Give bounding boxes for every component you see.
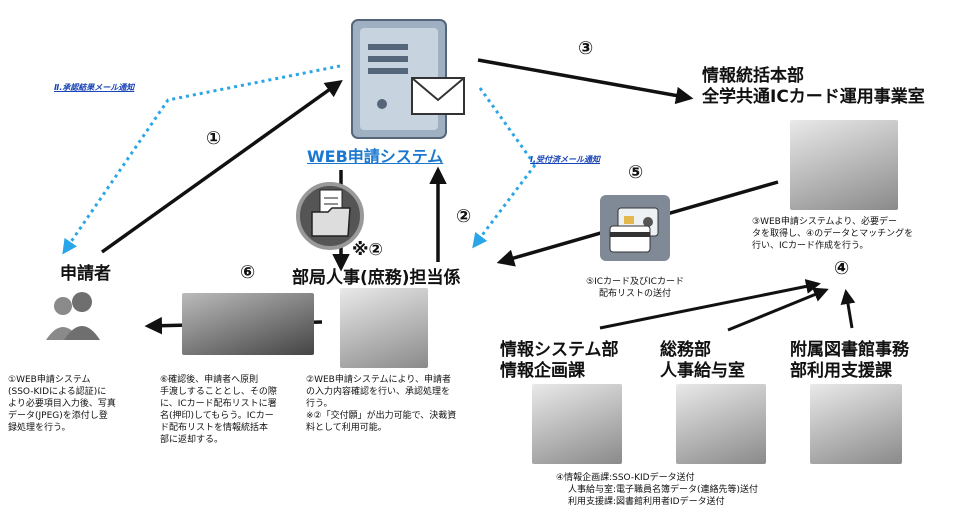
step6-line: ⑥確認後、申請者へ原則 [160, 375, 259, 385]
step3-description: ③WEB申請システムより、必要デー タを取得し、④のデータとマッチングを 行い、… [752, 216, 962, 252]
step6-number: ⑥ [240, 262, 256, 283]
step4-line: 利用支援課:図書館利用者IDデータ送付 [568, 497, 725, 507]
step2-line: 行う。 [306, 399, 333, 409]
step4-line: ④情報企画課:SSO-KIDデータ送付 [556, 473, 695, 483]
step2-line: ※②「交付願」が出力可能で、決裁資 [306, 411, 457, 421]
arrow-step3 [477, 58, 694, 105]
people-icon [46, 292, 100, 340]
step5-line: 配布リストの送付 [598, 289, 671, 299]
step5-number: ⑤ [628, 162, 644, 183]
dept-library-line1: 附属図書館事務 [790, 340, 909, 360]
step6-line: 手渡しすることとし、その際 [160, 387, 277, 397]
dept-library-line2: 部利用支援課 [790, 361, 892, 381]
step5-line: ⑤ICカード及びICカード [586, 277, 684, 287]
step3-line: 行い、ICカード作成を行う。 [752, 241, 869, 251]
step1-line: データ(JPEG)を添付し登 [8, 411, 108, 421]
operator-photo [790, 120, 898, 210]
dotted-arrow-approval-mail [62, 64, 341, 255]
note2-marker: ※② [352, 240, 383, 260]
arrow-step4-info [599, 279, 821, 330]
dotted-arrow-receipt-mail-2 [472, 164, 537, 249]
step5-description: ⑤ICカード及びICカード 配布リストの送付 [560, 276, 710, 300]
dept-general-title: 総務部 人事給与室 [660, 340, 745, 382]
step2-line: の入力内容確認を行い、承認処理を [306, 387, 451, 397]
dept-library-title: 附属図書館事務 部利用支援課 [790, 340, 909, 382]
step6-line: 名(押印)してもらう。ICカー [160, 411, 274, 421]
arrow-step1 [100, 79, 343, 254]
step3-line: ③WEB申請システムより、必要デー [752, 217, 898, 227]
step4-number: ④ [834, 258, 850, 279]
step6-line: 部に返却する。 [160, 435, 224, 445]
center-office-line1: 情報統括本部 [702, 66, 804, 86]
step4-line: 人事給与室:電子職員名簿データ(連絡先等)送付 [568, 485, 759, 495]
step3-number: ③ [578, 38, 594, 59]
approval-mail-label: Ⅱ.承認結果メール通知 [54, 83, 135, 92]
step1-number: ① [206, 128, 222, 149]
step1-line: (SSO-KIDによる認証)に [8, 387, 107, 397]
arrow-step4-library [840, 289, 856, 329]
step2-number: ② [456, 206, 472, 227]
receipt-mail-label: Ⅰ.受付済メール通知 [530, 155, 601, 164]
step2-description: ②WEB申請システムにより、申請者 の入力内容確認を行い、承認処理を 行う。 ※… [306, 374, 494, 434]
dept-general-line2: 人事給与室 [660, 361, 745, 381]
clerk-photo [340, 288, 428, 368]
arrow-step4-general [727, 287, 829, 332]
step2-line: 料として利用可能。 [306, 423, 387, 433]
step1-line: 録処理を行う。 [8, 423, 71, 433]
dept-info-line2: 情報企画課 [500, 361, 585, 381]
step2-line: ②WEB申請システムにより、申請者 [306, 375, 452, 385]
step6-line: ド配布リストを情報統括本 [160, 423, 269, 433]
step1-line: ①WEB申請システム [8, 375, 91, 385]
step3-line: タを取得し、④のデータとマッチングを [752, 229, 914, 239]
step1-line: より必要項目入力後、写真 [8, 399, 116, 409]
dept-info-title: 情報システム部 情報企画課 [500, 340, 619, 382]
dept-staff-title: 部局人事(庶務)担当係 [292, 268, 461, 288]
step1-description: ①WEB申請システム (SSO-KIDによる認証)に より必要項目入力後、写真 … [8, 374, 158, 434]
handover-photo [182, 293, 314, 355]
worker-photo-library [810, 384, 902, 464]
step6-description: ⑥確認後、申請者へ原則 手渡しすることとし、その際 に、ICカード配布リストに署… [160, 374, 306, 446]
dotted-arrow-receipt-mail [478, 87, 537, 166]
center-office-line2: 全学共通ICカード運用事業室 [702, 87, 925, 107]
center-office-title: 情報統括本部 全学共通ICカード運用事業室 [702, 66, 925, 108]
document-folder-icon [296, 182, 364, 250]
applicant-title: 申請者 [60, 264, 111, 284]
web-system-label: WEB申請システム [307, 147, 444, 166]
step4-description: ④情報企画課:SSO-KIDデータ送付 人事給与室:電子職員名簿データ(連絡先等… [556, 472, 856, 508]
worker-photo-general [676, 384, 766, 464]
worker-photo-info [532, 384, 622, 464]
dept-general-line1: 総務部 [660, 340, 711, 360]
ic-card-icon [600, 195, 670, 261]
envelope-icon [411, 77, 465, 115]
step6-line: に、ICカード配布リストに署 [160, 399, 277, 409]
dept-info-line1: 情報システム部 [500, 340, 619, 360]
